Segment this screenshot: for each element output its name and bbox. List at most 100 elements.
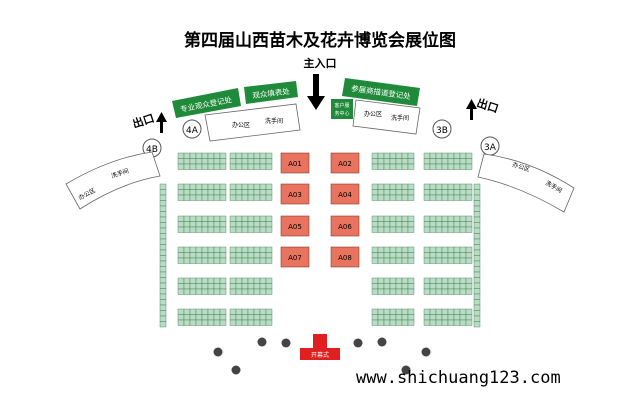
stall bbox=[395, 189, 403, 196]
stall bbox=[183, 308, 191, 315]
stall bbox=[447, 246, 455, 253]
stall bbox=[195, 189, 203, 196]
stall bbox=[213, 257, 221, 264]
stall bbox=[429, 246, 437, 253]
booth-a07-label: A07 bbox=[288, 254, 302, 262]
stall bbox=[159, 304, 167, 311]
stall bbox=[207, 183, 215, 190]
stall bbox=[389, 194, 397, 201]
stall bbox=[395, 152, 403, 159]
stall bbox=[253, 215, 261, 222]
stall bbox=[465, 319, 473, 326]
stall bbox=[207, 226, 215, 233]
stall bbox=[253, 189, 261, 196]
stall bbox=[473, 288, 481, 295]
stall bbox=[183, 288, 191, 295]
stall-block bbox=[229, 152, 273, 170]
stall bbox=[383, 308, 391, 315]
stall bbox=[195, 314, 203, 321]
stall bbox=[435, 226, 443, 233]
stall bbox=[207, 189, 215, 196]
stall bbox=[465, 308, 473, 315]
booth-a03[interactable]: A03 bbox=[280, 183, 310, 205]
exhibition-stalls bbox=[159, 152, 481, 328]
stall bbox=[441, 319, 449, 326]
stall bbox=[201, 221, 209, 228]
stall-block bbox=[159, 183, 167, 328]
stall bbox=[159, 266, 167, 273]
stall bbox=[401, 215, 409, 222]
stall bbox=[423, 189, 431, 196]
stall bbox=[259, 308, 267, 315]
stall bbox=[453, 152, 461, 159]
stall-block bbox=[423, 308, 473, 326]
stall bbox=[219, 308, 227, 315]
stall bbox=[229, 194, 237, 201]
stall bbox=[395, 257, 403, 264]
booth-a05[interactable]: A05 bbox=[280, 215, 310, 237]
stall bbox=[183, 183, 191, 190]
stall bbox=[229, 288, 237, 295]
stall bbox=[377, 152, 385, 159]
stall bbox=[159, 321, 167, 328]
stall-block bbox=[423, 183, 473, 201]
stall bbox=[189, 158, 197, 165]
stall bbox=[219, 194, 227, 201]
stall bbox=[207, 277, 215, 284]
booth-a02[interactable]: A02 bbox=[330, 152, 360, 174]
stall bbox=[253, 252, 261, 259]
stall bbox=[253, 226, 261, 233]
stall bbox=[229, 283, 237, 290]
stall bbox=[183, 319, 191, 326]
stall bbox=[465, 221, 473, 228]
stall bbox=[371, 215, 379, 222]
booth-a07[interactable]: A07 bbox=[280, 246, 310, 268]
stall bbox=[183, 163, 191, 170]
stall bbox=[201, 163, 209, 170]
stall bbox=[389, 277, 397, 284]
stall bbox=[177, 194, 185, 201]
stall bbox=[213, 189, 221, 196]
stall bbox=[159, 233, 167, 240]
stall bbox=[407, 183, 415, 190]
stall bbox=[447, 183, 455, 190]
stall bbox=[229, 221, 237, 228]
stall bbox=[453, 163, 461, 170]
booth-a01[interactable]: A01 bbox=[280, 152, 310, 174]
stall bbox=[383, 189, 391, 196]
stall bbox=[441, 252, 449, 259]
stall bbox=[201, 152, 209, 159]
booth-a08[interactable]: A08 bbox=[330, 246, 360, 268]
stall bbox=[195, 183, 203, 190]
stall bbox=[383, 152, 391, 159]
stall bbox=[473, 282, 481, 289]
stall bbox=[377, 163, 385, 170]
stall bbox=[201, 252, 209, 259]
booth-a06[interactable]: A06 bbox=[330, 215, 360, 237]
stall bbox=[189, 319, 197, 326]
stall bbox=[219, 163, 227, 170]
stall bbox=[177, 277, 185, 284]
dot-marker bbox=[281, 338, 291, 348]
stall bbox=[207, 221, 215, 228]
stall bbox=[395, 288, 403, 295]
stall bbox=[371, 252, 379, 259]
stall bbox=[195, 215, 203, 222]
stall bbox=[259, 246, 267, 253]
stall bbox=[371, 152, 379, 159]
stall bbox=[435, 314, 443, 321]
stall bbox=[371, 314, 379, 321]
stall bbox=[371, 221, 379, 228]
stall bbox=[183, 158, 191, 165]
stall bbox=[377, 288, 385, 295]
stall bbox=[183, 226, 191, 233]
stall bbox=[473, 277, 481, 284]
stall bbox=[219, 221, 227, 228]
stall bbox=[201, 189, 209, 196]
stall bbox=[423, 221, 431, 228]
booth-a04[interactable]: A04 bbox=[330, 183, 360, 205]
exit-left-arrow-icon bbox=[156, 112, 167, 133]
stall bbox=[459, 152, 467, 159]
stall bbox=[207, 314, 215, 321]
stall bbox=[377, 308, 385, 315]
